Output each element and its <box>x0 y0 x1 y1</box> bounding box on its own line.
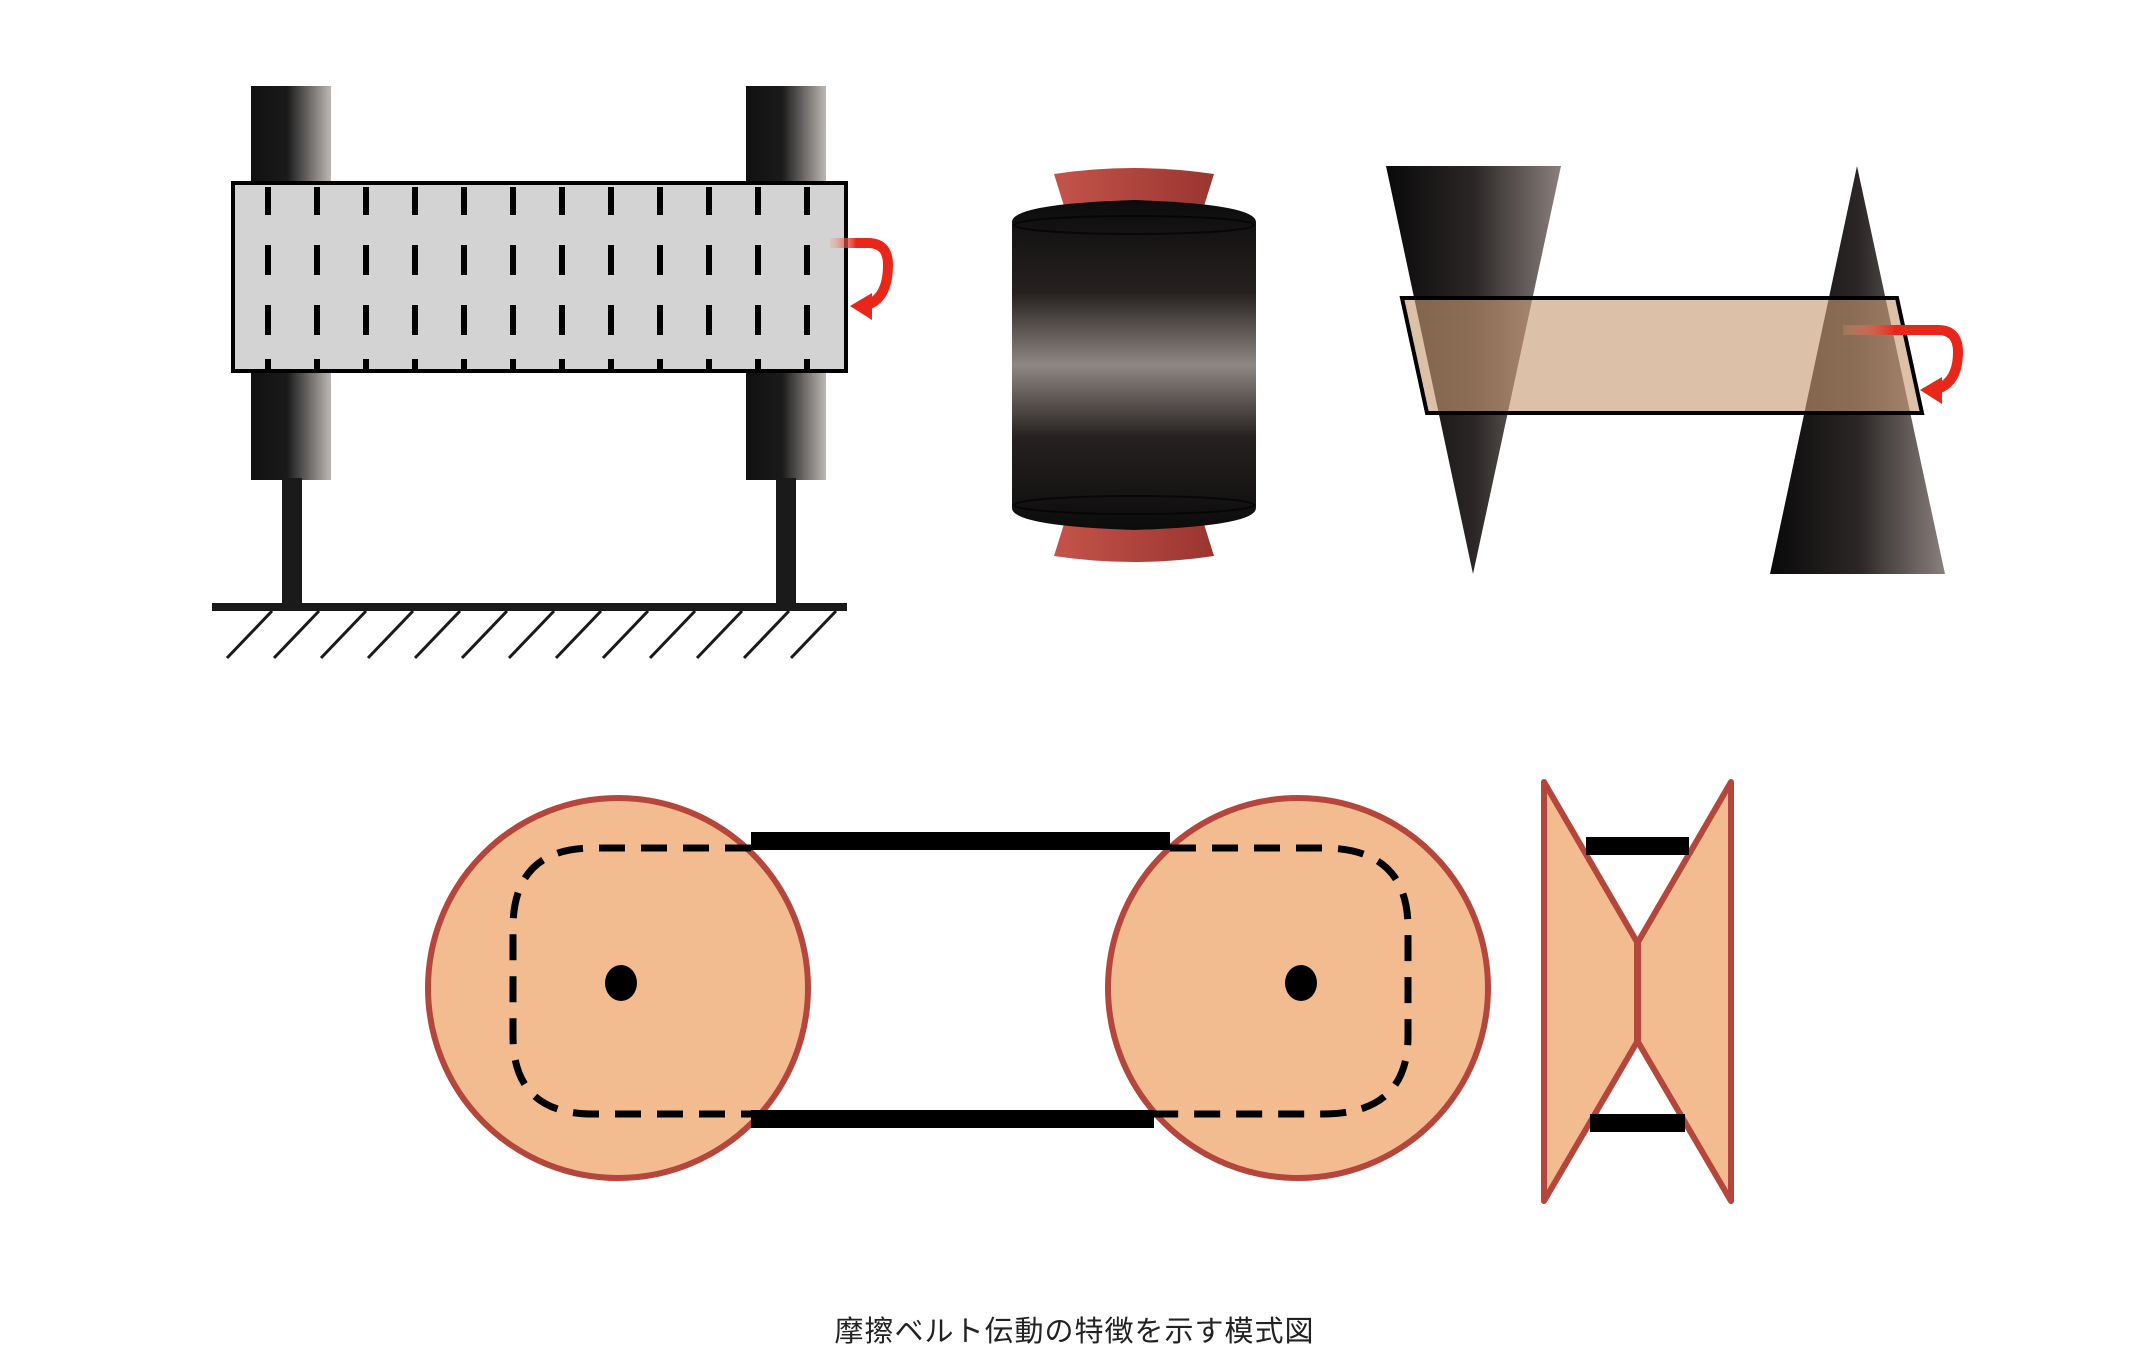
ground-hatching <box>225 609 838 660</box>
upper-belt <box>751 832 1170 850</box>
v-pulley-section <box>1541 779 1734 1204</box>
rotation-arrow-icon <box>1843 325 1964 404</box>
lower-belt-section <box>1590 1114 1685 1132</box>
drum-bottom-rim <box>1013 495 1255 515</box>
top-band <box>1054 168 1214 206</box>
upper-belt-section <box>1586 837 1689 855</box>
lower-belt <box>751 1110 1154 1128</box>
crowned-drum <box>1012 168 1256 562</box>
left-axle <box>605 965 637 1001</box>
roller-assembly <box>212 86 894 660</box>
drum-body <box>1012 200 1256 530</box>
bottom-band <box>1054 524 1214 562</box>
left-hidden-belt-path <box>509 844 751 1118</box>
drum-top-rim <box>1013 215 1255 235</box>
left-leg <box>282 478 302 608</box>
roller-marks <box>265 187 810 371</box>
pulley-drive <box>425 795 1491 1181</box>
roller-body <box>231 181 848 373</box>
diagram-caption: 摩擦ベルト伝動の特徴を示す模式図 <box>834 1314 1315 1348</box>
right-leg <box>776 478 796 608</box>
translucent-belt <box>1399 296 1925 415</box>
right-axle <box>1285 965 1317 1001</box>
ground-line <box>212 603 847 611</box>
right-hidden-belt-path <box>1154 844 1412 1118</box>
rotation-arrow-icon <box>830 238 894 320</box>
cone-drive <box>1386 166 1964 574</box>
right-flange <box>1635 779 1734 1204</box>
